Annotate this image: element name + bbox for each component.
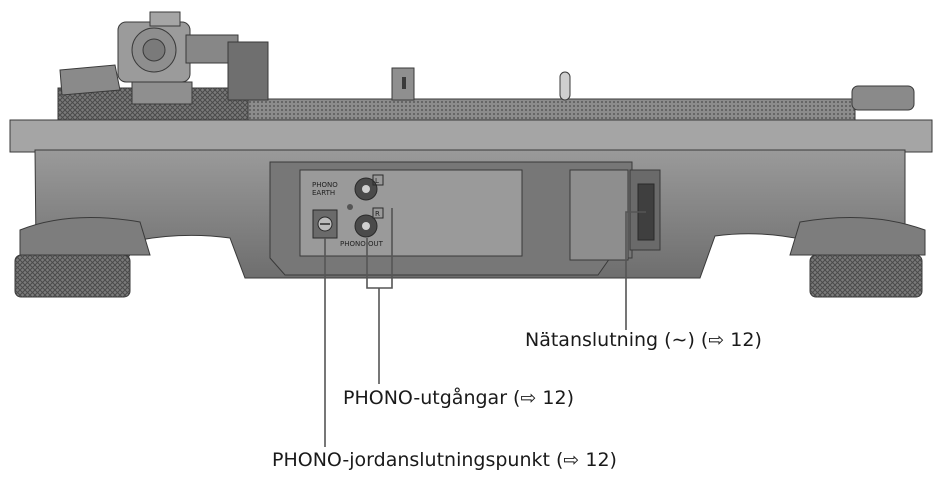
- callout-power-connection: Nätanslutning (∼) (⇨ 12): [525, 329, 762, 351]
- phono-earth-label-2: EARTH: [312, 189, 335, 197]
- rear-panel: PHONO EARTH L R PHONO OUT: [312, 174, 384, 248]
- tonearm-assembly: [57, 11, 269, 123]
- channel-left-text: L: [375, 177, 379, 185]
- phono-earth-label-1: PHONO: [312, 181, 338, 189]
- top-fittings: [391, 67, 915, 111]
- channel-right-mark: [372, 207, 384, 219]
- channel-right-text: R: [375, 210, 380, 218]
- phono-out-label: PHONO OUT: [340, 240, 384, 248]
- leader-lines: [324, 208, 646, 447]
- callout-phono-outputs: PHONO-utgångar (⇨ 12): [343, 387, 575, 409]
- foot-right: [789, 217, 926, 298]
- leader-power: [625, 211, 646, 330]
- callout-phono-earth: PHONO-jordanslutningspunkt (⇨ 12): [272, 449, 617, 471]
- platter: [239, 98, 856, 124]
- channel-left-mark: [372, 174, 384, 186]
- foot-left: [14, 217, 151, 298]
